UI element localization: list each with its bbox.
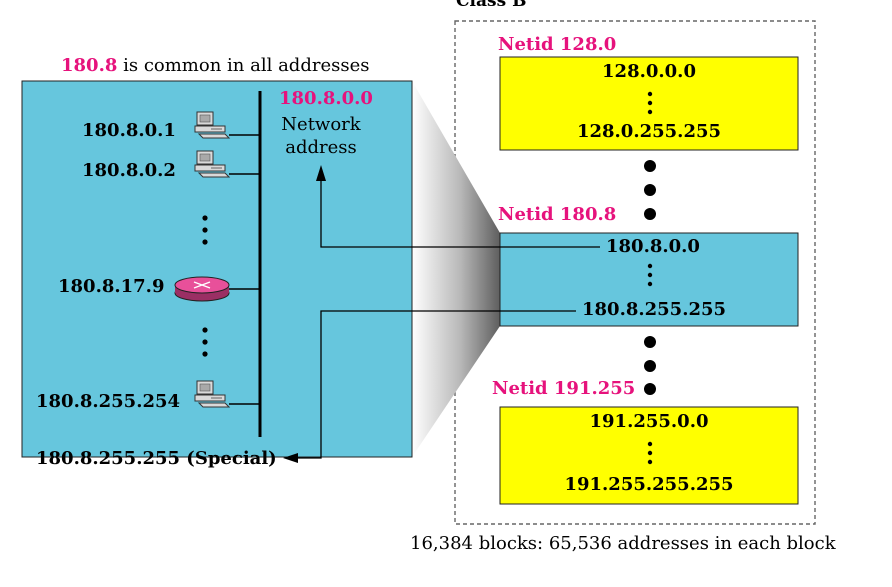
block-first-address: 128.0.0.0 bbox=[602, 61, 696, 82]
network-label-line-1: Network bbox=[281, 114, 361, 135]
range-dots bbox=[647, 91, 653, 465]
class-b-title: Class B bbox=[456, 0, 527, 11]
host-label: 180.8.255.254 bbox=[36, 391, 181, 412]
network-panel bbox=[21, 80, 413, 458]
netid-label: Netid 180.8 bbox=[498, 204, 617, 225]
block-last-address: 128.0.255.255 bbox=[576, 121, 722, 142]
block-gap-dots bbox=[644, 160, 656, 395]
netid-label: Netid 128.0 bbox=[498, 34, 617, 55]
host-label: 180.8.0.1 bbox=[82, 120, 176, 141]
blocks-summary: 16,384 blocks: 65,536 addresses in each … bbox=[410, 533, 836, 554]
special-address-arrow bbox=[283, 310, 576, 463]
network-label-line-2: address bbox=[285, 137, 357, 158]
zoom-funnel bbox=[412, 81, 500, 457]
network-address-value: 180.8.0.0 bbox=[279, 88, 373, 109]
block-last-address: 191.255.255.255 bbox=[564, 474, 734, 495]
ellipsis-dots bbox=[202, 215, 208, 357]
class-b-dashed-box bbox=[454, 20, 816, 525]
block-first-address: 191.255.0.0 bbox=[589, 411, 709, 432]
router-icon bbox=[174, 276, 260, 302]
router-label: 180.8.17.9 bbox=[58, 276, 165, 297]
block-last-address: 180.8.255.255 bbox=[582, 299, 727, 320]
host-label: 180.8.0.2 bbox=[82, 160, 176, 181]
special-address-label: 180.8.255.255 (Special) bbox=[36, 448, 277, 469]
network-address-arrow bbox=[316, 165, 600, 248]
block-191-255 bbox=[499, 406, 799, 505]
caption-text: is common in all addresses bbox=[123, 55, 370, 76]
left-caption: 180.8 is common in all addresses bbox=[61, 55, 369, 76]
caption-highlight: 180.8 bbox=[61, 55, 118, 76]
netid-label: Netid 191.255 bbox=[492, 378, 636, 399]
block-first-address: 180.8.0.0 bbox=[606, 236, 700, 257]
